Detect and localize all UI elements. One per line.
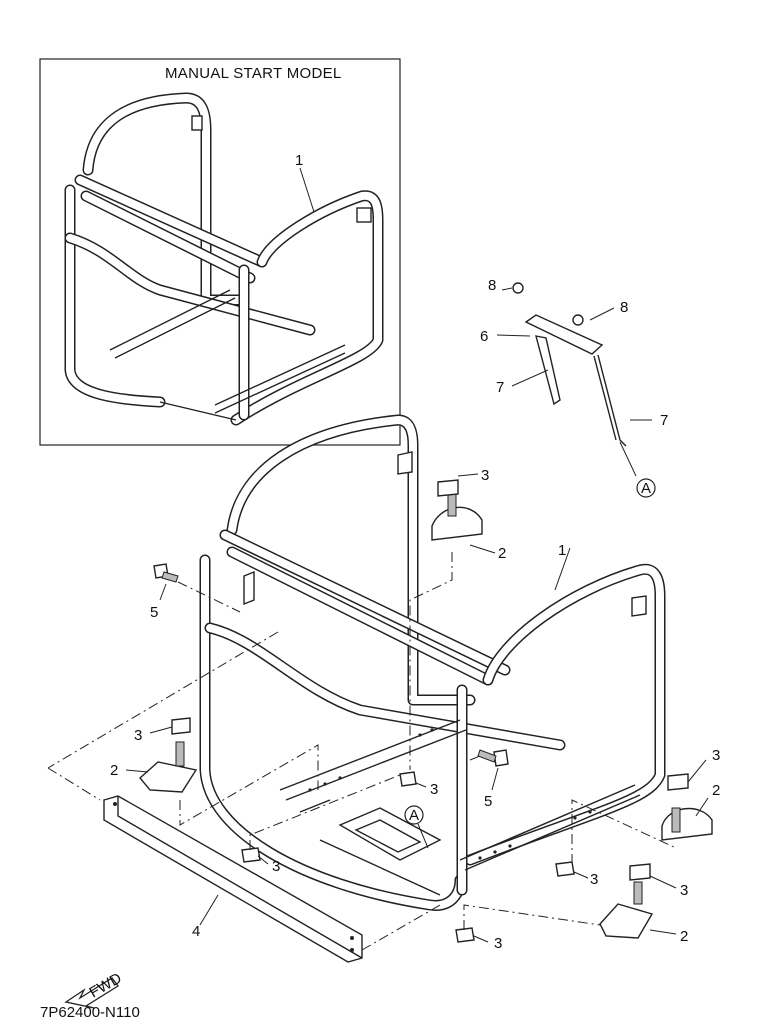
callout-nut-right-upper: 3: [712, 747, 720, 764]
inset-callout-1: 1: [295, 152, 303, 169]
fwd-arrow-icon: FWD: [64, 970, 125, 1009]
diagram-code: 7P62400-N110: [40, 1004, 140, 1021]
callout-mount-left: 2: [110, 762, 118, 779]
ref-a-top-label: A: [641, 480, 651, 497]
callout-mount-top: 2: [498, 545, 506, 562]
engine-mount-top: [431, 479, 483, 541]
callout-labels: 1 3 2 5 3 2 5 3 3 3 2 3 3 2 3 4 8 8 6 7 …: [110, 277, 720, 952]
nuts: [241, 771, 575, 943]
crossbar-part: [103, 795, 363, 963]
callout-bolt-center: 5: [484, 793, 492, 810]
callout-nut-left: 3: [134, 727, 142, 744]
leader-lines: [125, 287, 709, 943]
ref-a-tray-label: A: [409, 807, 419, 824]
callout-clip-right: 8: [620, 299, 628, 316]
reference-lines: [47, 552, 677, 951]
engine-mount-right-lower: [599, 863, 654, 939]
strap-assembly: [512, 282, 637, 477]
callout-nut-bottom: 3: [494, 935, 502, 952]
inset-title: MANUAL START MODEL: [165, 65, 342, 82]
bolt-left: [153, 563, 179, 583]
engine-mount-right: [661, 773, 713, 841]
inset-frame: [64, 92, 384, 426]
main-frame: [199, 414, 666, 911]
bolt-center: [477, 749, 509, 767]
callout-band: 6: [480, 328, 488, 345]
ref-a-top: A: [636, 478, 656, 498]
callout-nut-left-lower: 3: [272, 858, 280, 875]
callout-strap-left: 7: [496, 379, 504, 396]
callout-nut-right-lower: 3: [680, 882, 688, 899]
callout-strap-right: 7: [660, 412, 668, 429]
engine-mount-left: [139, 717, 198, 793]
fwd-label: FWD: [87, 970, 125, 1002]
callout-nut-right-mid: 3: [590, 871, 598, 888]
inset-panel: MANUAL START MODEL: [39, 58, 401, 446]
callout-crossbar: 4: [192, 923, 200, 940]
callout-mount-right-lower: 2: [680, 928, 688, 945]
ref-a-tray: A: [404, 805, 429, 849]
callout-clip-left: 8: [488, 277, 496, 294]
callout-mount-right: 2: [712, 782, 720, 799]
callout-frame: 1: [558, 542, 566, 559]
callout-bolt-left: 5: [150, 604, 158, 621]
callout-nut-center: 3: [430, 781, 438, 798]
callout-nut-top: 3: [481, 467, 489, 484]
